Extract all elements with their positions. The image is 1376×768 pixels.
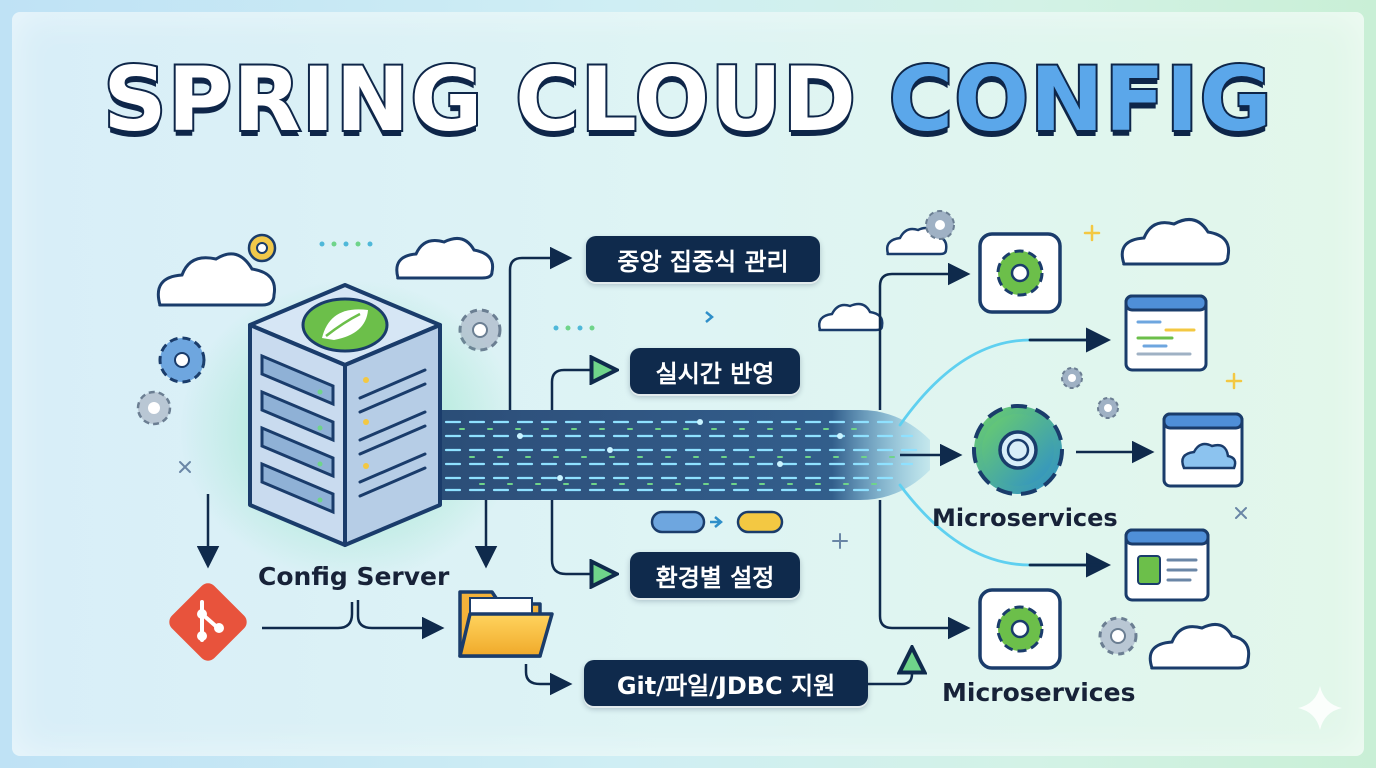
microservices-label-bottom: Microservices	[942, 678, 1136, 707]
cloud-icon	[395, 236, 495, 280]
gear-icon	[1097, 397, 1119, 419]
decorative-dots	[319, 241, 595, 331]
chevron-right-icon	[705, 311, 714, 323]
connector-sources-out	[868, 650, 912, 686]
config-server-label: Config Server	[258, 562, 450, 591]
connector-server-folder	[356, 600, 445, 640]
cloud-icon	[818, 302, 884, 332]
feature-sources: Git/파일/JDBC 지원	[584, 660, 868, 706]
page-title: SPRING CLOUD CONFIG	[0, 48, 1376, 152]
service-tile-bottom	[978, 588, 1062, 670]
spring-leaf-icon	[301, 297, 389, 353]
service-gear-middle	[972, 404, 1064, 496]
cloud-icon	[1181, 442, 1237, 470]
gear-icon	[996, 249, 1044, 297]
connector-central	[508, 246, 573, 410]
cloud-icon	[156, 252, 277, 307]
data-stream	[440, 410, 930, 500]
connector-code-window	[898, 327, 1112, 427]
cloud-icon	[1148, 622, 1251, 670]
gear-icon	[1098, 616, 1138, 656]
service-tile-top	[978, 232, 1062, 314]
sparkle-icon	[1298, 686, 1342, 730]
folder-icon	[458, 590, 554, 658]
gear-icon	[136, 390, 172, 426]
git-icon	[169, 583, 247, 661]
connector-service-top	[878, 262, 971, 410]
connector-sources	[524, 664, 573, 696]
gear-icon	[996, 605, 1044, 653]
title-part-1: SPRING CLOUD	[101, 48, 858, 152]
gear-icon	[247, 233, 277, 263]
gear-icon	[158, 336, 206, 384]
title-part-2: CONFIG	[887, 48, 1274, 152]
connector-realtime	[550, 370, 614, 410]
connector-env	[550, 500, 614, 574]
gear-icon	[925, 210, 955, 240]
connector-service-bottom	[878, 500, 971, 640]
config-server-icon	[248, 283, 442, 547]
toggle-icon	[650, 510, 784, 534]
connector-git-server	[262, 602, 354, 630]
cloud-icon	[1120, 218, 1231, 266]
feature-central-management: 중앙 집중식 관리	[586, 236, 820, 282]
browser-window-icon	[1124, 528, 1210, 602]
feature-per-environment: 환경별 설정	[630, 552, 800, 598]
browser-window-icon	[1162, 412, 1244, 488]
microservices-label-top: Microservices	[932, 504, 1118, 532]
sparkle-icon	[1083, 224, 1243, 390]
gear-icon	[1061, 367, 1083, 389]
browser-window-icon	[1124, 294, 1208, 372]
connector-card-window	[898, 483, 1112, 578]
feature-realtime: 실시간 반영	[630, 348, 800, 394]
